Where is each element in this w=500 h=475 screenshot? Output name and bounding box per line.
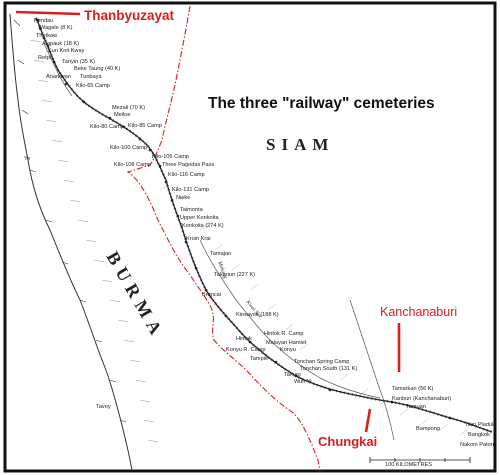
siam-burma-border	[126, 5, 321, 472]
cemetery-label-thanbyuzayat: Thanbyuzayat	[84, 8, 175, 23]
place-label: Meiloe	[114, 112, 130, 118]
place-label: Hintok R. Camp	[264, 331, 303, 337]
place-label: Tampie	[250, 356, 268, 362]
place-label: Hintok	[236, 336, 252, 342]
place-label: Non Pladuk	[466, 422, 495, 428]
cemetery-markers: Thanbyuzayat Kanchanaburi Chungkai	[15, 8, 457, 449]
place-label: Brancai	[202, 292, 221, 298]
country-label-siam: SIAM	[266, 135, 334, 154]
scale-label: 100 KILOMETRES	[385, 462, 432, 468]
place-label: Beke Taung (40 K)	[74, 66, 120, 72]
place-label: Kilo-65 Camp	[76, 83, 110, 89]
terrain-hatching	[159, 183, 469, 436]
place-label: Kroin Krai	[186, 236, 211, 242]
place-label: Wagale (8 K)	[40, 25, 73, 31]
place-label: Tamuan	[406, 404, 426, 410]
place-label: Wun Yi	[294, 379, 312, 385]
place-label: Tonchan Spring Camp	[294, 359, 349, 365]
place-label: Tamajao	[210, 251, 231, 257]
place-label: Bampong	[416, 426, 440, 432]
place-label: Bangkok	[468, 432, 490, 438]
place-label: Tarsao	[284, 372, 301, 378]
coast-hatching	[29, 39, 159, 443]
place-label: Kilo-85 Camp	[128, 123, 162, 129]
burma-railway-line	[35, 17, 493, 433]
place-label: Ye	[24, 156, 30, 162]
place-label: Retpu	[38, 55, 53, 61]
cemetery-label-chungkai: Chungkai	[318, 434, 377, 449]
place-label: Taimonta	[180, 207, 204, 213]
map-headline: The three "railway" cemeteries	[208, 95, 435, 112]
place-label: Kilo-100 Camp	[110, 145, 147, 151]
place-label: Nieke	[176, 195, 190, 201]
coastline	[9, 13, 133, 471]
place-label: Kendau	[34, 18, 53, 24]
place-label: Tavoy	[96, 404, 111, 410]
place-label: Mezali (70 K)	[112, 105, 145, 111]
place-label: Kilo-131 Camp	[172, 187, 209, 193]
station-dots	[36, 18, 452, 420]
cemetery-marker-chungkai	[364, 408, 372, 433]
place-label: Tamarkan (56 K)	[392, 386, 433, 392]
place-label: Upper Konkoita	[180, 215, 219, 221]
cemetery-label-kanchanaburi: Kanchanaburi	[380, 305, 457, 319]
place-label: Kinsayok (188 K)	[236, 312, 279, 318]
place-labels: Kendau Wagale (8 K) Thetkaw Alapauk (18 …	[24, 18, 495, 468]
place-label: Kanburi (Kanchanaburi)	[392, 396, 451, 402]
place-label: Tonchan South (131 K)	[300, 366, 357, 372]
place-label: Konkoita (274 K)	[182, 223, 224, 229]
scale-bar	[369, 457, 471, 463]
place-label: Tanyin (35 K)	[62, 59, 95, 65]
place-label: Konyu R. Camp	[226, 347, 265, 353]
place-label: Malayan Hamlet	[266, 340, 307, 346]
place-label: Kun Knit Kway	[48, 48, 85, 54]
place-label: Tunbaya	[80, 74, 102, 80]
place-label: Takanun (227 K)	[214, 272, 255, 278]
place-label: Kilo-108 Camp	[114, 162, 151, 168]
place-label: Kilo-80 Camp	[90, 124, 124, 130]
place-label: Konyu	[280, 347, 296, 353]
place-label: Three Pagodas Pass	[162, 162, 214, 168]
rivers	[43, 43, 395, 441]
place-label: Nakom Paton	[460, 442, 494, 448]
cemetery-marker-thanbyuzayat	[15, 10, 81, 16]
place-label: Thetkaw	[36, 33, 58, 39]
map-frame	[3, 1, 497, 473]
place-label: Alapauk (18 K)	[42, 41, 79, 47]
place-label: Anarkwan	[46, 74, 71, 80]
place-label: Kilo-116 Camp	[168, 172, 205, 178]
place-label: Kilo-105 Camp	[152, 154, 189, 160]
